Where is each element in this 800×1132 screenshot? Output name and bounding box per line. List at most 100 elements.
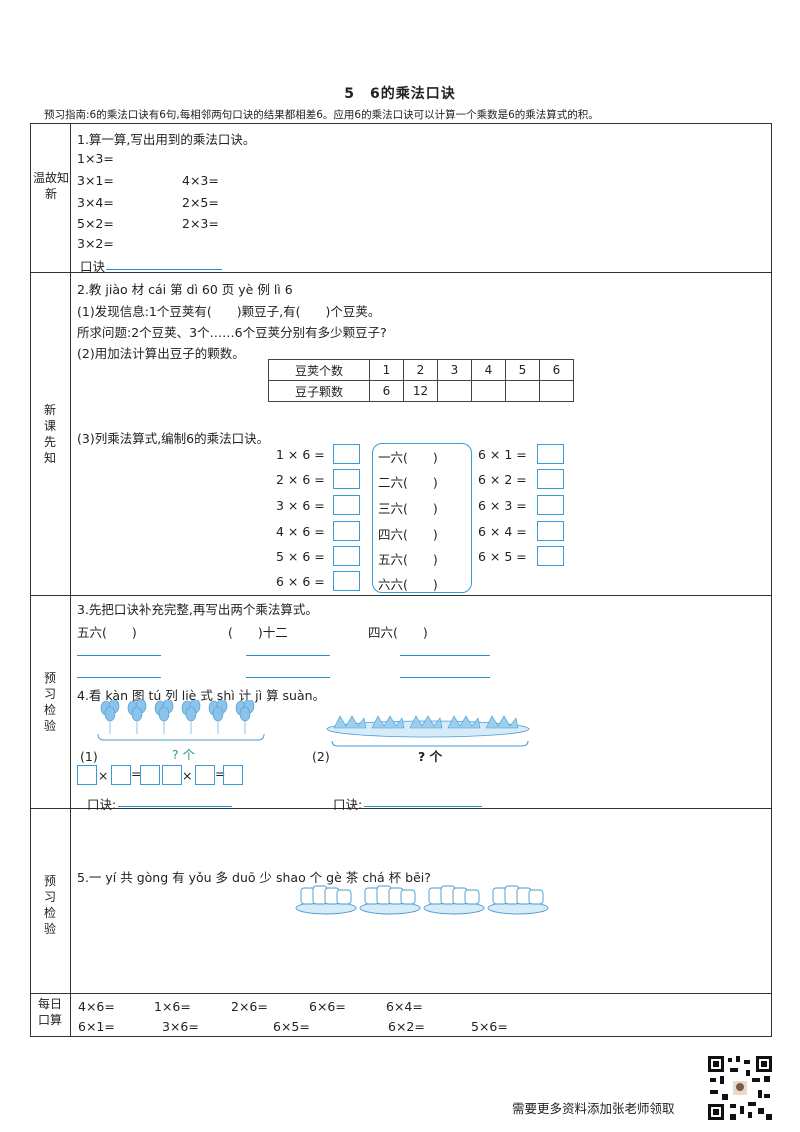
koujue-line: 二六( ) [378, 475, 438, 490]
mental-math-item: 4×6= [78, 999, 115, 1014]
answer-box[interactable] [537, 469, 564, 489]
answer-box[interactable] [333, 495, 360, 515]
equation: 3 × 6 = [276, 498, 325, 513]
unknown-quantity: ? 个 [418, 749, 443, 764]
mental-math-item: 6×1= [78, 1019, 115, 1034]
equation: 4 × 6 = [276, 524, 325, 539]
footer-note: 需要更多资料添加张老师领取 [512, 1101, 675, 1116]
row-divider [30, 993, 772, 994]
koujue-frame [372, 443, 472, 593]
table-cell: 6 [539, 359, 574, 381]
table-input-cell[interactable] [471, 380, 506, 402]
row-divider [30, 808, 772, 809]
mental-math-item: 6×2= [388, 1019, 425, 1034]
koujue-label: 口诀: [87, 797, 117, 812]
answer-box[interactable] [333, 469, 360, 489]
koujue-answer-line[interactable] [106, 269, 222, 270]
answer-box[interactable] [333, 444, 360, 464]
row-divider [30, 595, 772, 596]
answer-line[interactable] [246, 677, 330, 678]
section-label-new-lesson: 新课先知 [43, 403, 56, 465]
koujue-line: 四六( ) [378, 527, 438, 542]
mental-math-item: 5×6= [471, 1019, 508, 1034]
times-sign: × [98, 768, 109, 783]
answer-box[interactable] [537, 546, 564, 566]
answer-box[interactable] [223, 765, 243, 785]
addition-step: (2)用加法计算出豆子的颗数。 [77, 346, 245, 361]
table-cell: 1 [369, 359, 404, 381]
review-equation: 3×2= [77, 236, 114, 251]
bean-table: 豆荚个数 1 2 3 4 5 6 豆子颗数 6 12 [268, 359, 574, 402]
worksheet-table [30, 123, 772, 1037]
mental-math-item: 1×6= [154, 999, 191, 1014]
mental-math-item: 6×5= [273, 1019, 310, 1034]
review-equation: 3×4= [77, 195, 114, 210]
review-heading: 1.算一算,写出用到的乘法口诀。 [77, 132, 256, 147]
answer-line[interactable] [77, 655, 161, 656]
equation: 1 × 6 = [276, 447, 325, 462]
qr-code-icon[interactable] [706, 1054, 774, 1122]
equation: 2 × 6 = [276, 472, 325, 487]
review-equation: 2×5= [182, 195, 219, 210]
question-2: 2.教 jiào 材 cái 第 dì 60 页 yè 例 lì 6 [77, 282, 293, 297]
unknown-quantity: ? 个 [172, 747, 196, 762]
table-input-cell[interactable] [437, 380, 472, 402]
answer-box[interactable] [195, 765, 215, 785]
study-guide: 预习指南:6的乘法口诀有6句,每相邻两句口诀的结果都相差6。应用6的乘法口诀可以… [44, 109, 599, 121]
multiplication-step: (3)列乘法算式,编制6的乘法口诀。 [77, 431, 270, 446]
answer-box[interactable] [162, 765, 182, 785]
answer-box[interactable] [111, 765, 131, 785]
review-equation: 5×2= [77, 216, 114, 231]
equals-sign: = [215, 766, 226, 781]
table-input-cell[interactable] [539, 380, 574, 402]
section-label-review: 温故知新 [32, 171, 69, 201]
equation: 6 × 4 = [478, 524, 527, 539]
equation: 6 × 6 = [276, 574, 325, 589]
koujue-line: 六六( ) [378, 577, 438, 592]
review-equation: 2×3= [182, 216, 219, 231]
equation: 5 × 6 = [276, 549, 325, 564]
answer-box[interactable] [537, 444, 564, 464]
review-equation: 3×1= [77, 173, 114, 188]
table-cell: 3 [437, 359, 472, 381]
table-input-cell[interactable] [505, 380, 540, 402]
mental-math-item: 2×6= [231, 999, 268, 1014]
table-cell: 12 [403, 380, 438, 402]
answer-line[interactable] [400, 655, 490, 656]
answer-box[interactable] [537, 495, 564, 515]
table-cell: 6 [369, 380, 404, 402]
equation: 6 × 1 = [478, 447, 527, 462]
equation: 6 × 3 = [478, 498, 527, 513]
answer-box[interactable] [77, 765, 97, 785]
answer-line[interactable] [77, 677, 161, 678]
mental-math-item: 6×4= [386, 999, 423, 1014]
question-3: 3.先把口诀补充完整,再写出两个乘法算式。 [77, 602, 318, 617]
tea-cups-illustration [295, 885, 549, 915]
equals-sign: = [131, 766, 142, 781]
review-equation: 1×3= [77, 151, 114, 166]
table-cell: 2 [403, 359, 438, 381]
answer-line[interactable] [400, 677, 490, 678]
table-cell: 4 [471, 359, 506, 381]
answer-box[interactable] [537, 521, 564, 541]
answer-line[interactable] [246, 655, 330, 656]
answer-box[interactable] [333, 546, 360, 566]
koujue-fill: 五六( ) [77, 625, 137, 640]
steamed-buns-illustration [326, 715, 530, 738]
answer-box[interactable] [333, 521, 360, 541]
answer-box[interactable] [333, 571, 360, 591]
page-title: 5 6的乘法口诀 [344, 86, 456, 102]
equation: 6 × 2 = [478, 472, 527, 487]
koujue-answer-line[interactable] [118, 806, 232, 807]
answer-box[interactable] [140, 765, 160, 785]
brace-icon [331, 740, 529, 747]
part-2-label: (2) [312, 749, 330, 764]
mental-math-item: 3×6= [162, 1019, 199, 1034]
review-equation: 4×3= [182, 173, 219, 188]
koujue-line: 五六( ) [378, 552, 438, 567]
section-label-check-2: 预习检验 [43, 874, 56, 936]
koujue-label: 口诀 [80, 259, 106, 274]
koujue-answer-line[interactable] [364, 806, 482, 807]
row-divider [30, 272, 772, 273]
koujue-line: 三六( ) [378, 501, 438, 516]
